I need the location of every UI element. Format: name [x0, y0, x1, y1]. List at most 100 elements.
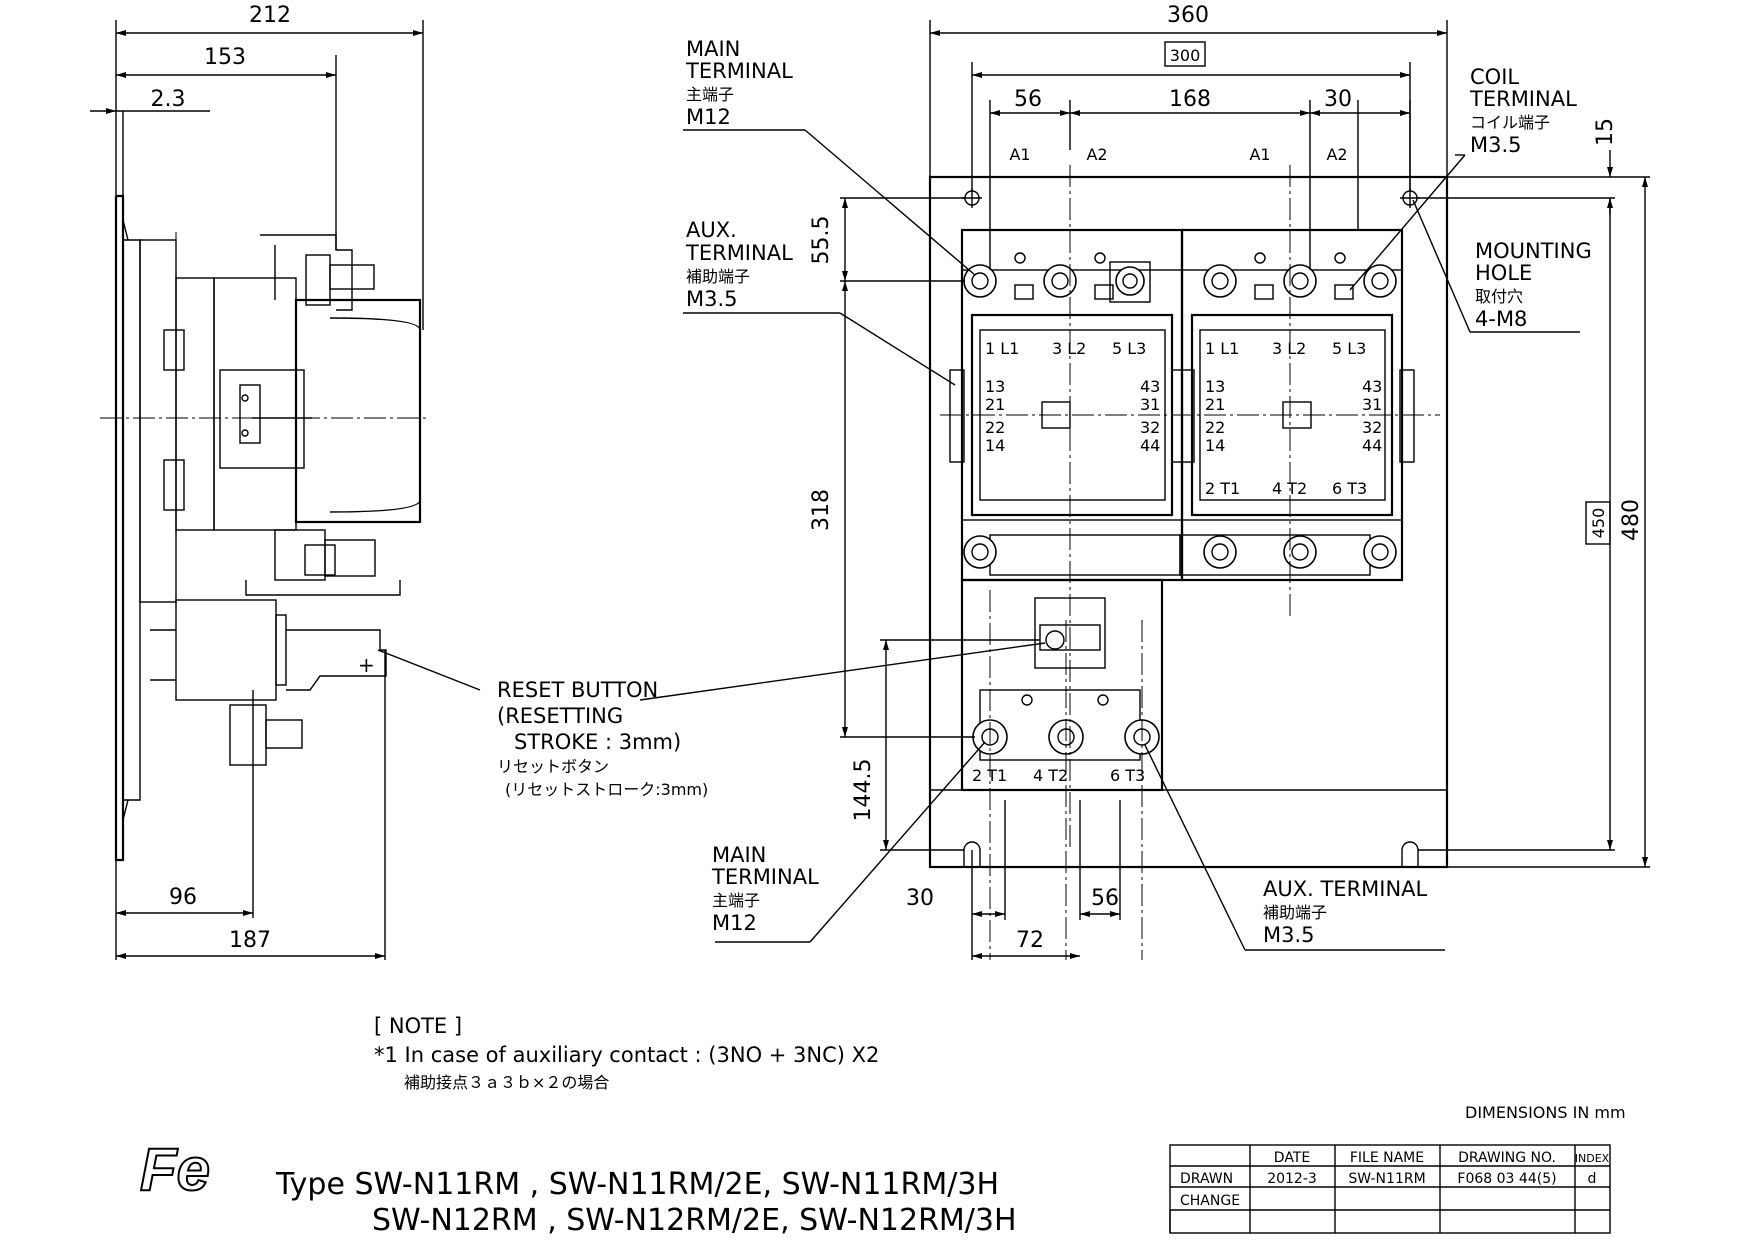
main-terminal-bottom-callout: TERMINAL: [711, 865, 819, 889]
terminal-label: 5 L3: [1332, 339, 1366, 358]
main-terminal-top-callout: TERMINAL: [685, 59, 793, 83]
tb-drawing-no: F068 03 44(5): [1457, 1171, 1556, 1187]
svg-text:+: +: [358, 653, 375, 677]
mounting-hole-callout: MOUNTING: [1475, 239, 1592, 263]
terminal-label: 2 T1: [1205, 479, 1240, 498]
tb-header-index: INDEX: [1575, 1152, 1610, 1165]
front-view: [928, 165, 1449, 960]
units-note: DIMENSIONS IN mm: [1465, 1103, 1626, 1122]
aux-label: 13: [985, 377, 1005, 396]
aux-label: 32: [1362, 418, 1382, 437]
aux-label: 22: [1205, 418, 1225, 437]
coil-label: A1: [1009, 145, 1030, 164]
note-line-1: *1 In case of auxiliary contact : (3NO +…: [374, 1043, 879, 1067]
aux-terminal-bottom-callout: 補助端子: [1263, 903, 1327, 922]
coil-terminal-callout: コイル端子: [1470, 113, 1550, 132]
main-terminal-bottom-callout: M12: [712, 911, 757, 935]
main-terminal-bottom-callout: 主端子: [712, 891, 760, 910]
main-terminal-top-callout: M12: [686, 105, 731, 129]
coil-terminal-callout: TERMINAL: [1469, 87, 1577, 111]
coil-label: A1: [1249, 145, 1270, 164]
mounting-hole-callout: 取付穴: [1475, 287, 1523, 306]
side-view: +: [90, 20, 430, 960]
dim-56-bottom: 56: [1091, 886, 1119, 911]
terminal-label: 3 L2: [1052, 339, 1086, 358]
dim-300-ref: 300: [1170, 46, 1201, 65]
aux-terminal-left-callout: 補助端子: [686, 267, 750, 286]
aux-label: 13: [1205, 377, 1225, 396]
tb-header-file: FILE NAME: [1350, 1150, 1424, 1166]
aux-label: 32: [1140, 418, 1160, 437]
aux-terminal-bottom-callout: M3.5: [1263, 923, 1315, 947]
note-title: [ NOTE ]: [374, 1014, 462, 1038]
dim-153: 153: [204, 45, 246, 70]
terminal-label: 4 T2: [1272, 479, 1307, 498]
tb-row-change: CHANGE: [1180, 1193, 1240, 1209]
title-block: [1169, 1144, 1611, 1234]
tb-header-date: DATE: [1274, 1150, 1310, 1166]
terminal-label: 3 L2: [1272, 339, 1306, 358]
dim-15: 15: [1593, 118, 1618, 146]
dim-30-top: 30: [1324, 87, 1352, 112]
aux-label: 44: [1140, 436, 1160, 455]
terminal-label: 5 L3: [1112, 339, 1146, 358]
main-terminal-bottom-callout: MAIN: [712, 843, 766, 867]
note-line-2: 補助接点３ａ３ｂ×２の場合: [404, 1073, 609, 1092]
aux-label: 21: [1205, 395, 1225, 414]
dim-55-5: 55.5: [809, 216, 834, 265]
reset-button-callout: (RESETTING: [497, 704, 623, 728]
dim-72: 72: [1016, 928, 1044, 953]
dim-56-top: 56: [1014, 87, 1042, 112]
svg-text:Fe: Fe: [140, 1136, 210, 1203]
dim-96: 96: [169, 885, 197, 910]
type-line-1: Type SW-N11RM , SW-N11RM/2E, SW-N11RM/3H: [275, 1167, 999, 1202]
dim-450-ref: 450: [1589, 508, 1608, 539]
leader-lines: [377, 129, 1580, 951]
aux-label: 44: [1362, 436, 1382, 455]
dim-318: 318: [809, 489, 834, 531]
aux-label: 43: [1140, 377, 1160, 396]
reset-button-callout: (リセットストローク:3mm): [505, 780, 708, 799]
fe-logo: Fe: [139, 1135, 211, 1204]
coil-terminal-callout: COIL: [1470, 65, 1519, 89]
aux-terminal-bottom-callout: AUX. TERMINAL: [1263, 877, 1428, 901]
mounting-hole-callout: 4-M8: [1475, 307, 1527, 331]
dim-360: 360: [1167, 3, 1209, 28]
dim-480: 480: [1619, 499, 1644, 541]
aux-label: 43: [1362, 377, 1382, 396]
dim-187: 187: [229, 928, 271, 953]
aux-label: 14: [1205, 436, 1225, 455]
terminal-label: 1 L1: [1205, 339, 1239, 358]
terminal-label: 6 T3: [1332, 479, 1367, 498]
dim-144-5: 144.5: [851, 759, 876, 822]
dim-2-3: 2.3: [151, 87, 186, 112]
main-terminal-top-callout: MAIN: [686, 37, 740, 61]
terminal-labels: A1 A2 A1 A2 1 L1 3 L2 5 L3 1 L1 3 L2 5 L…: [972, 145, 1382, 785]
aux-terminal-left-callout: TERMINAL: [685, 241, 793, 265]
mounting-hole-callout: HOLE: [1475, 261, 1532, 285]
coil-terminal-callout: M3.5: [1470, 133, 1522, 157]
type-line-2: SW-N12RM , SW-N12RM/2E, SW-N12RM/3H: [372, 1203, 1017, 1238]
dim-168: 168: [1169, 87, 1211, 112]
reset-button-callout: RESET BUTTON: [497, 678, 658, 702]
aux-label: 14: [985, 436, 1005, 455]
reset-button-callout: STROKE : 3mm): [514, 730, 681, 754]
tb-file-name: SW-N11RM: [1348, 1171, 1425, 1187]
dim-30-bottom: 30: [906, 886, 934, 911]
aux-label: 31: [1362, 395, 1382, 414]
main-terminal-top-callout: 主端子: [686, 85, 734, 104]
aux-label: 21: [985, 395, 1005, 414]
tb-index: d: [1588, 1171, 1597, 1187]
coil-label: A2: [1086, 145, 1107, 164]
terminal-label: 1 L1: [985, 339, 1019, 358]
aux-terminal-left-callout: AUX.: [686, 218, 737, 242]
terminal-label: 2 T1: [972, 766, 1007, 785]
reset-button-callout: リセットボタン: [497, 757, 609, 776]
terminal-label: 4 T2: [1033, 766, 1068, 785]
terminal-label: 6 T3: [1110, 766, 1145, 785]
aux-terminal-left-callout: M3.5: [686, 287, 738, 311]
front-dimensions: [840, 20, 1650, 960]
tb-date: 2012-3: [1267, 1171, 1317, 1187]
tb-row-drawn: DRAWN: [1180, 1171, 1233, 1187]
